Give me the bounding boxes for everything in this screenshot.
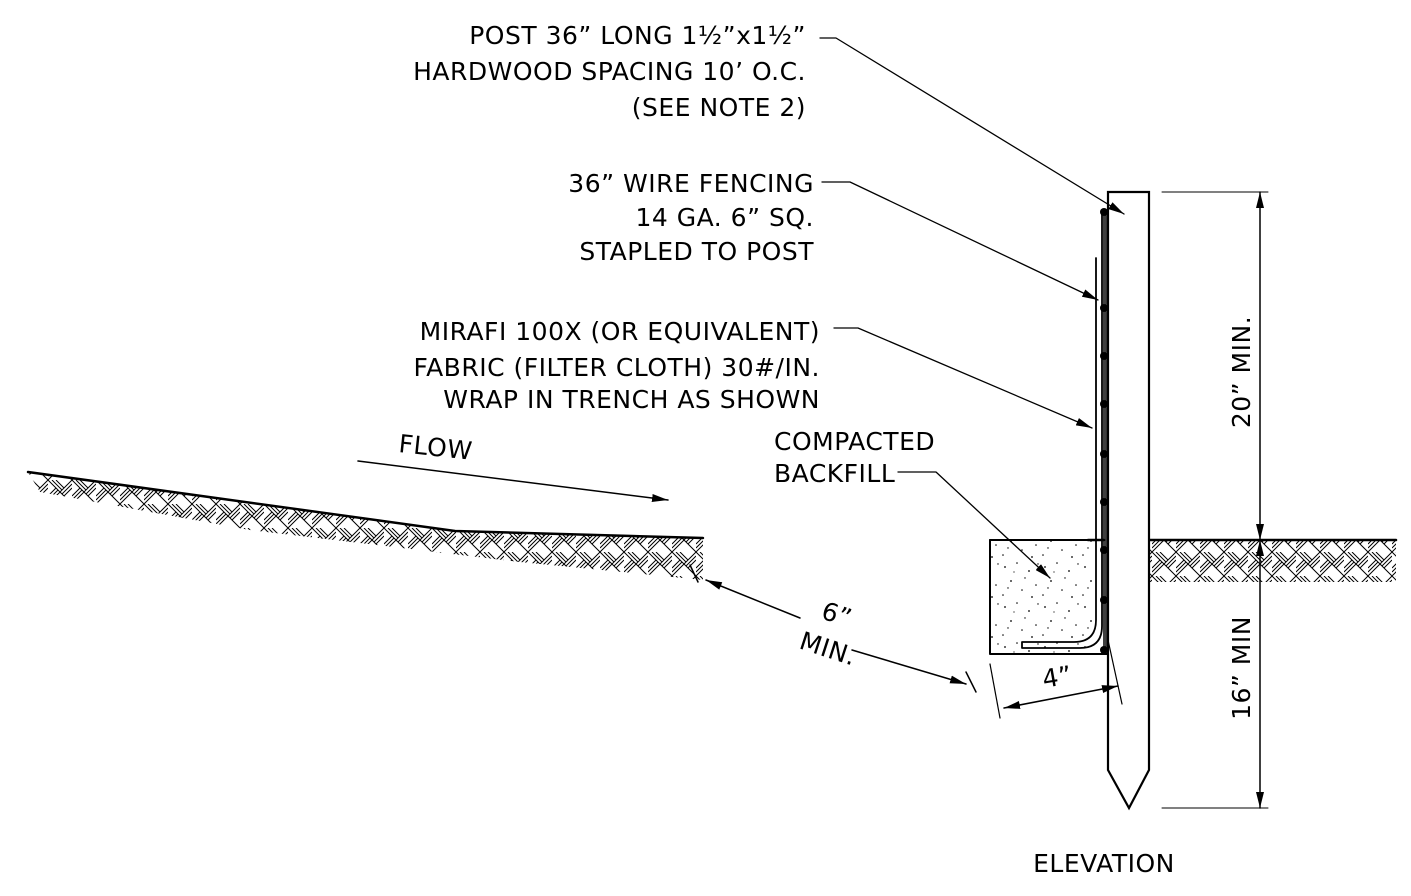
vertical-dimensions: 20” MIN. 16” MIN — [1161, 191, 1269, 809]
wire-fencing — [1100, 208, 1108, 654]
backfill-note: COMPACTED BACKFILL — [774, 427, 1051, 579]
dim-below-ground: 16” MIN — [1227, 616, 1256, 720]
fabric-note-line2: FABRIC (FILTER CLOTH) 30#/IN. — [413, 353, 820, 382]
fabric-note: MIRAFI 100X (OR EQUIVALENT) FABRIC (FILT… — [413, 317, 1093, 429]
dim-above-ground: 20” MIN. — [1227, 316, 1256, 428]
dim-trench-depth-min: MIN. — [796, 626, 860, 671]
dim-trench-depth-value: 6” — [818, 596, 855, 633]
flow-indicator: FLOW — [357, 429, 669, 502]
post-note-line1: POST 36” LONG 1½”x1½” — [469, 21, 806, 50]
compacted-backfill-trench — [989, 539, 1109, 655]
post-note-line3: (SEE NOTE 2) — [632, 93, 806, 122]
backfill-note-line1: COMPACTED — [774, 427, 935, 456]
filter-fabric — [1021, 209, 1107, 651]
post-note: POST 36” LONG 1½”x1½” HARDWOOD SPACING 1… — [413, 21, 1125, 215]
post-note-line2: HARDWOOD SPACING 10’ O.C. — [413, 57, 806, 86]
wire-fencing-note: 36” WIRE FENCING 14 GA. 6” SQ. STAPLED T… — [568, 169, 1099, 301]
trench-width-dimension: 4” — [989, 639, 1123, 719]
upslope-ground — [26, 470, 705, 580]
backfill-note-line2: BACKFILL — [774, 459, 895, 488]
wire-note-line1: 36” WIRE FENCING — [568, 169, 814, 198]
dim-trench-width: 4” — [1040, 660, 1074, 694]
staples — [1100, 208, 1108, 654]
flow-label: FLOW — [397, 429, 473, 466]
view-title: ELEVATION — [1033, 849, 1175, 878]
fabric-note-line3: WRAP IN TRENCH AS SHOWN — [443, 385, 820, 414]
wire-note-line3: STAPLED TO POST — [579, 237, 814, 266]
trench-depth-dimension: 6” MIN. — [689, 564, 977, 693]
hardwood-post — [1106, 190, 1151, 811]
fabric-note-line1: MIRAFI 100X (OR EQUIVALENT) — [420, 317, 820, 346]
wire-note-line2: 14 GA. 6” SQ. — [636, 203, 815, 232]
